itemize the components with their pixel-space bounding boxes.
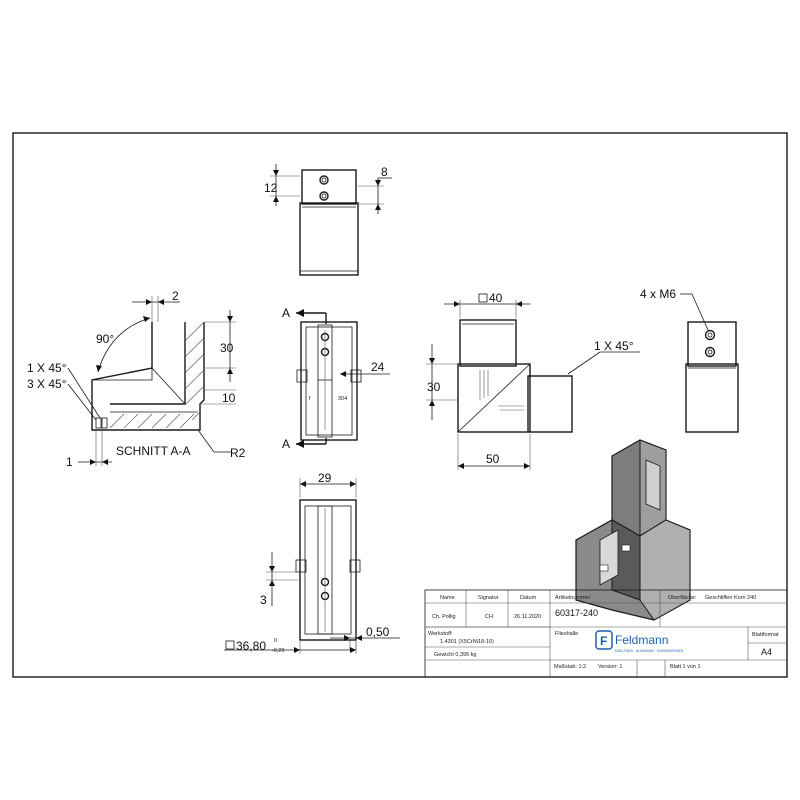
sheet-border xyxy=(12,132,788,678)
tb-blatt: Blatt 1 von 1 xyxy=(670,664,701,670)
tb-massstab: Maßstab: 1:2 xyxy=(554,664,586,670)
dim-8: 8 xyxy=(381,165,388,179)
dim-24: 24 xyxy=(371,360,385,374)
tb-h-artikel: Artikelnummer xyxy=(555,595,591,601)
tb-h-signatur: Signatur xyxy=(478,595,499,601)
marker-a-bottom: A xyxy=(282,437,290,451)
section-label: SCHNITT A-A xyxy=(116,444,190,458)
dim-2: 2 xyxy=(172,289,179,303)
bottom-view: 29 3 0,50 36,80 0 -0,20 xyxy=(224,471,400,654)
tb-blattformat-value: A4 xyxy=(761,647,772,657)
tol-upper: 0 xyxy=(274,638,277,644)
hole-lower xyxy=(319,191,329,201)
tb-h-name: Name xyxy=(440,595,455,601)
dim-12: 12 xyxy=(264,181,278,195)
tb-datum: 26.11.2020 xyxy=(514,614,541,620)
front-view: f 304 A A 24 xyxy=(282,306,390,451)
hole-upper xyxy=(319,175,329,185)
stamp-304: 304 xyxy=(338,396,347,402)
feldmann-logo: F Feldmann EDELSTAHL · ALUMINIUM · SCHMI… xyxy=(595,630,684,653)
tb-oberflaeche-value: Geschliffen Korn 240 xyxy=(705,595,756,601)
top-view: 12 8 xyxy=(264,164,392,276)
tb-name: Ch. Pollig xyxy=(432,614,456,620)
tb-version: Version: 1 xyxy=(598,664,622,670)
dim-90: 90° xyxy=(96,332,114,346)
dim-40: 40 xyxy=(489,291,503,305)
dim-29: 29 xyxy=(318,471,332,485)
dim-10: 10 xyxy=(222,391,236,405)
radius-r2: R2 xyxy=(230,446,246,460)
logo-sub: EDELSTAHL · ALUMINIUM · SCHMIEDEEISEN xyxy=(615,649,684,653)
tb-werkstoff-label: Werkstoff: xyxy=(428,631,453,637)
tb-artikel: 60317-240 xyxy=(555,608,598,618)
stamp-f: f xyxy=(309,396,311,402)
dim-30: 30 xyxy=(220,341,234,355)
chamfer-1: 1 X 45° xyxy=(27,361,67,375)
elbow-view: 40 1 X 45° 30 50 xyxy=(426,291,640,470)
iso-3d-view xyxy=(575,439,691,621)
tol-lower: -0,20 xyxy=(272,648,285,654)
dim-3: 3 xyxy=(260,593,267,607)
marker-a-top: A xyxy=(282,306,290,320)
dim-1: 1 xyxy=(66,455,73,469)
tb-h-oberflaeche: Oberfläche: xyxy=(668,595,697,601)
dim-50: 50 xyxy=(486,452,500,466)
dim-050: 0,50 xyxy=(366,625,390,639)
chamfer-3: 3 X 45° xyxy=(27,377,67,391)
square-symbol-2 xyxy=(225,640,235,650)
tb-signatur: CH xyxy=(485,614,493,620)
square-symbol xyxy=(478,293,488,303)
tb-h-datum: Datum xyxy=(520,595,537,601)
tb-benennung: Flieshalle xyxy=(555,631,578,637)
chamfer-iso: 1 X 45° xyxy=(594,339,634,353)
tb-blattformat-label: Blattformat xyxy=(752,632,779,638)
svg-text:F: F xyxy=(600,634,607,648)
dim-3680: 36,80 xyxy=(236,639,266,653)
section-a-a: 2 90° 30 10 1 X 45° 3 X 45° 1 SCHNITT A-… xyxy=(27,289,246,469)
logo-text: Feldmann xyxy=(615,633,668,647)
thread-label: 4 x M6 xyxy=(640,287,676,301)
right-view: 4 x M6 xyxy=(640,287,739,433)
tb-gewicht: Gewicht 0,395 kg xyxy=(434,652,477,658)
title-block: Name Signatur Datum Artikelnummer Oberfl… xyxy=(424,589,788,678)
dim-30-iso: 30 xyxy=(427,380,441,394)
tb-werkstoff-value: 1.4301 (X5CrNi18-10) xyxy=(440,639,494,645)
